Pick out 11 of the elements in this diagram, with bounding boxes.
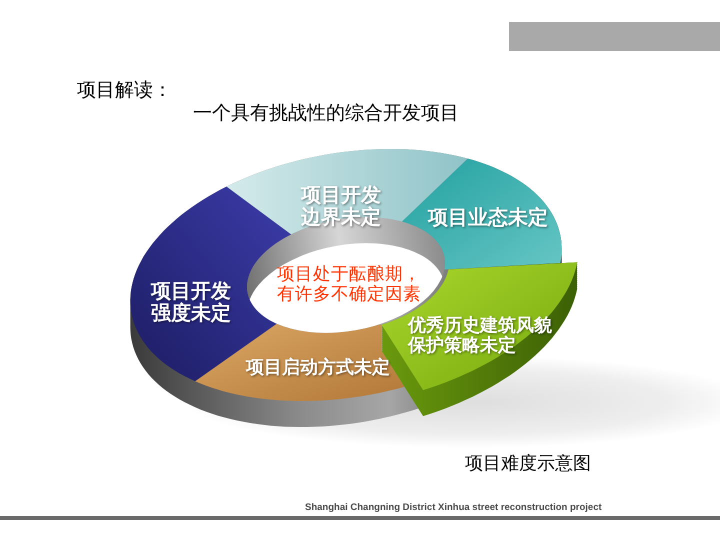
slide-title: 项目解读： (77, 78, 172, 103)
figure-caption: 项目难度示意图 (465, 452, 591, 475)
segment-label: 项目启动方式未定 (246, 358, 390, 378)
ring-segment (195, 323, 405, 402)
center-label: 项目处于酝酿期，有许多不确定因素 (277, 265, 422, 305)
segment-label: 项目开发强度未定 (151, 280, 232, 324)
segment-label: 项目开发边界未定 (301, 184, 382, 228)
footer-text: Shanghai Changning District Xinhua street reconstruction project (305, 502, 602, 513)
slide-subtitle: 一个具有挑战性的综合开发项目 (193, 101, 459, 126)
segment-label: 优秀历史建筑风貌保护策略未定 (408, 316, 553, 356)
segment-label: 项目业态未定 (428, 206, 548, 228)
